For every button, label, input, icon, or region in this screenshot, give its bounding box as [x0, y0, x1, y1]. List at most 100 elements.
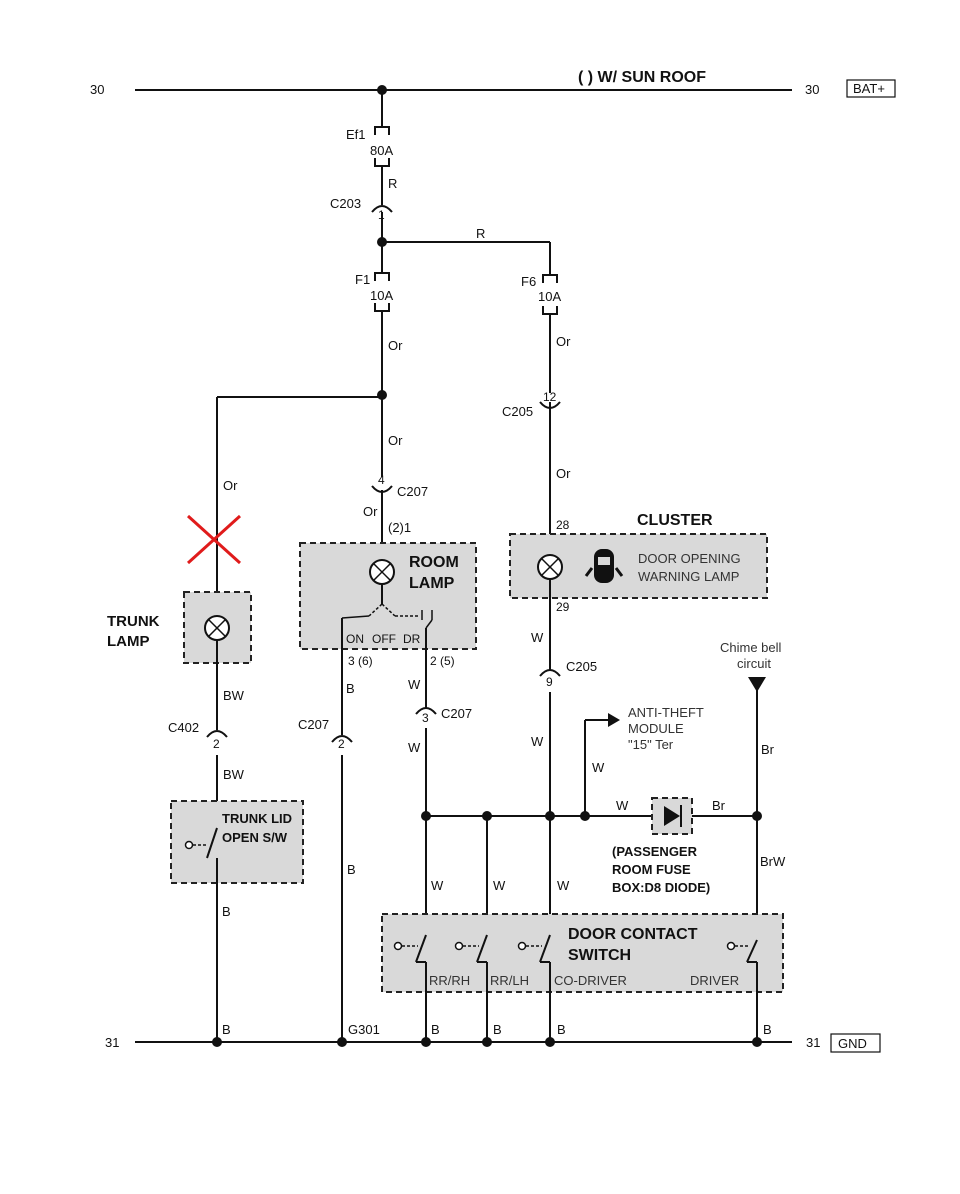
trunk-lid-switch-box	[170, 800, 304, 884]
door-contact-switch-box	[381, 913, 784, 993]
connector-c402-pin: 2	[213, 737, 220, 751]
rail-top-right-number: 30	[805, 82, 819, 97]
trunk-lamp-label: TRUNK	[107, 613, 160, 630]
cluster-title: CLUSTER	[637, 512, 713, 529]
room-lamp-selector-switch-icon	[341, 603, 433, 629]
wire-label-br: Br	[761, 742, 775, 757]
cluster-module: CLUSTER 28 DOOR OPENING WARNING LAMP 29 …	[509, 512, 768, 815]
connector-c207-name: C207	[397, 484, 428, 499]
fuse-f6: F6 10A	[521, 274, 561, 393]
door-contact-switch-title: SWITCH	[568, 947, 631, 964]
room-lamp-bulb-icon	[369, 559, 395, 585]
cluster-pin-bottom: 29	[556, 600, 570, 614]
switch-co-driver-icon	[517, 934, 551, 963]
bat-plus-tag: BAT+	[853, 81, 885, 96]
connector-c207-pin: 4	[378, 473, 385, 487]
diode-label: (PASSENGER	[612, 844, 698, 859]
wire-label-b: B	[222, 904, 231, 919]
wire-label-w: W	[616, 798, 629, 813]
switch-co-driver-label: CO-DRIVER	[554, 973, 627, 988]
junction-dot	[337, 1037, 347, 1047]
ground-rail: 31 31 GND	[105, 1033, 881, 1053]
battery-rail: 30 30 BAT+ ( ) W/ SUN ROOF	[90, 69, 896, 98]
gnd-tag: GND	[838, 1036, 867, 1051]
wire-label-w: W	[408, 740, 421, 755]
junction-dot	[545, 1037, 555, 1047]
diode-label: ROOM FUSE	[612, 862, 691, 877]
room-lamp-mode-on: ON	[346, 632, 364, 646]
trunk-lid-switch-label: OPEN S/W	[222, 830, 288, 845]
diode-label: BOX:D8 DIODE)	[612, 880, 710, 895]
trunk-branch: Or TRUNK LAMP BW C402 2 BW TRUNK LID OPE…	[107, 397, 304, 1042]
wire-label-w: W	[557, 878, 570, 893]
wire-label-br: Br	[712, 798, 726, 813]
room-lamp-mode-off: OFF	[372, 632, 396, 646]
wire-label-w: W	[431, 878, 444, 893]
cluster-pin-top: 28	[556, 518, 570, 532]
wire-label-w: W	[531, 734, 544, 749]
arrow-right-icon	[608, 713, 620, 727]
junction-dot	[421, 1037, 431, 1047]
room-lamp-pin-top: (2)1	[388, 520, 411, 535]
connector-c203-pin: 1	[378, 208, 385, 222]
wire-label-b: B	[493, 1022, 502, 1037]
wire-label-bw: BW	[223, 688, 245, 703]
junction-dot	[482, 1037, 492, 1047]
room-lamp-title: ROOM	[409, 554, 459, 571]
wire-label-b: B	[431, 1022, 440, 1037]
connector-c203-name: C203	[330, 196, 361, 211]
rail-top-left-number: 30	[90, 82, 104, 97]
wire-label-b: B	[346, 681, 355, 696]
wire-label-or: Or	[363, 504, 378, 519]
chime-label: Chime bell	[720, 640, 782, 655]
fuse-ef1: Ef1 80A	[346, 126, 393, 205]
fuse-f1-name: F1	[355, 272, 370, 287]
wire-label-w: W	[592, 760, 605, 775]
switch-rr-lh-icon	[454, 934, 488, 963]
wire-label-brw: BrW	[760, 854, 786, 869]
wire-label-b: B	[557, 1022, 566, 1037]
room-lamp-pin-left: 3 (6)	[348, 654, 373, 668]
connector-c402-shell	[206, 730, 228, 738]
fuse-f1: F1 10A	[355, 242, 393, 395]
fuse-ef1-name: Ef1	[346, 127, 366, 142]
door-contact-switch-title: DOOR CONTACT	[568, 926, 698, 943]
cluster-lamp-bulb-icon	[537, 554, 563, 580]
sun-roof-note: ( ) W/ SUN ROOF	[578, 69, 706, 86]
rail-bottom-left-number: 31	[105, 1035, 119, 1050]
wire-label-r: R	[476, 226, 485, 241]
connector-c207-name: C207	[441, 706, 472, 721]
switch-rr-rh-icon	[393, 934, 427, 963]
main-feed: Ef1 80A R C203 1 R	[330, 85, 551, 275]
fault-cross-mark	[186, 514, 242, 565]
connector-c205-pin: 12	[543, 390, 557, 404]
connector-c205-shell	[539, 669, 561, 677]
room-lamp-title: LAMP	[409, 575, 455, 592]
trunk-lamp-bulb-icon	[204, 615, 230, 641]
room-lamp-branch: Or 4 C207 Or (2)1 ROOM LAMP ON OFF DR	[298, 397, 477, 1042]
fuse-f6-rating: 10A	[538, 289, 561, 304]
switch-driver-label: DRIVER	[690, 973, 739, 988]
door-warning-lamp-label: WARNING LAMP	[638, 569, 739, 584]
trunk-lid-switch-icon	[184, 827, 218, 859]
connector-c205-top: C205 12	[502, 390, 561, 550]
room-lamp-pin-right: 2 (5)	[430, 654, 455, 668]
switch-driver-icon	[726, 939, 758, 963]
junction-dot	[212, 1037, 222, 1047]
wire-label-bw: BW	[223, 767, 245, 782]
connector-c205-pin: 9	[546, 675, 553, 689]
door-warning-lamp-label: DOOR OPENING	[638, 551, 741, 566]
door-switch-bus: W ANTI-THEFT MODULE "15" Ter W Br (PASSE…	[421, 640, 786, 940]
wire-label-or: Or	[556, 334, 571, 349]
connector-c205-name: C205	[502, 404, 533, 419]
anti-theft-label: "15" Ter	[628, 737, 674, 752]
switch-rr-lh-label: RR/LH	[490, 973, 529, 988]
anti-theft-label: MODULE	[628, 721, 684, 736]
connector-c207-pin: 2	[338, 737, 345, 751]
junction-dot	[377, 85, 387, 95]
wire-label-or: Or	[388, 433, 403, 448]
trunk-lid-switch-label: TRUNK LID	[222, 811, 292, 826]
wire-label-or: Or	[556, 466, 571, 481]
connector-c402-name: C402	[168, 720, 199, 735]
